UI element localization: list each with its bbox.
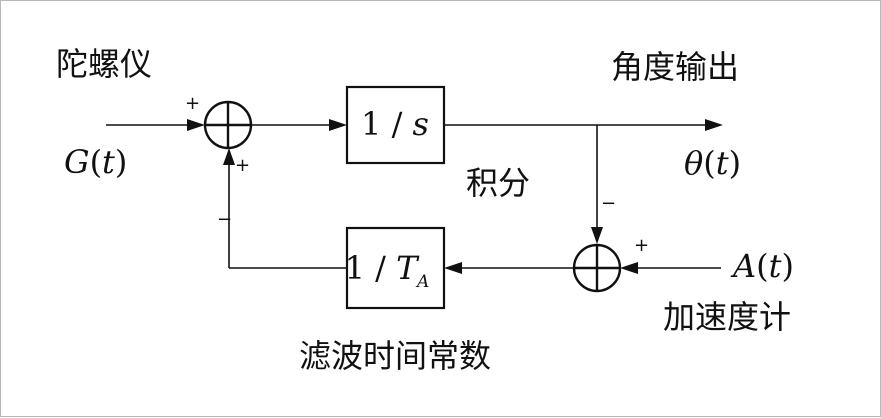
accel-input-arrow <box>620 262 638 274</box>
accelerometer-label: 加速度计 <box>663 298 791 336</box>
filter-time-constant-subscript: A <box>415 272 429 292</box>
filter-time-constant-label: 滤波时间常数 <box>299 337 491 375</box>
filter-block <box>345 226 446 310</box>
integrator-transfer-function: 1 / s <box>361 105 429 143</box>
sum2-right-sign: + <box>634 235 649 256</box>
accel-signal-label: A(t) <box>730 247 794 285</box>
integrator-block <box>345 85 446 165</box>
integral-label: 积分 <box>466 164 530 202</box>
gyro-signal-label: G(t) <box>64 143 127 181</box>
feedback-arrow <box>223 148 235 165</box>
sum1-to-integrator-arrow <box>329 119 347 131</box>
sum1-bottom-sign: + <box>235 155 250 176</box>
angle-output-label: 角度输出 <box>611 48 739 86</box>
angle-signal-label: θ(t) <box>684 144 741 182</box>
output-arrow <box>705 119 723 131</box>
sum2-to-filter-arrow <box>444 262 462 274</box>
gyro-input-arrow <box>187 119 205 131</box>
gyro-label: 陀螺仪 <box>56 45 152 83</box>
sum1-top-sign: + <box>185 93 200 114</box>
theta-branch-sign: − <box>601 193 616 214</box>
sum-junction-1 <box>203 100 253 150</box>
feedback-sign: − <box>217 209 232 230</box>
sum-junction-2 <box>572 243 622 293</box>
filter-transfer-function: 1 / T <box>345 249 420 287</box>
theta-branch-arrow <box>591 227 603 244</box>
